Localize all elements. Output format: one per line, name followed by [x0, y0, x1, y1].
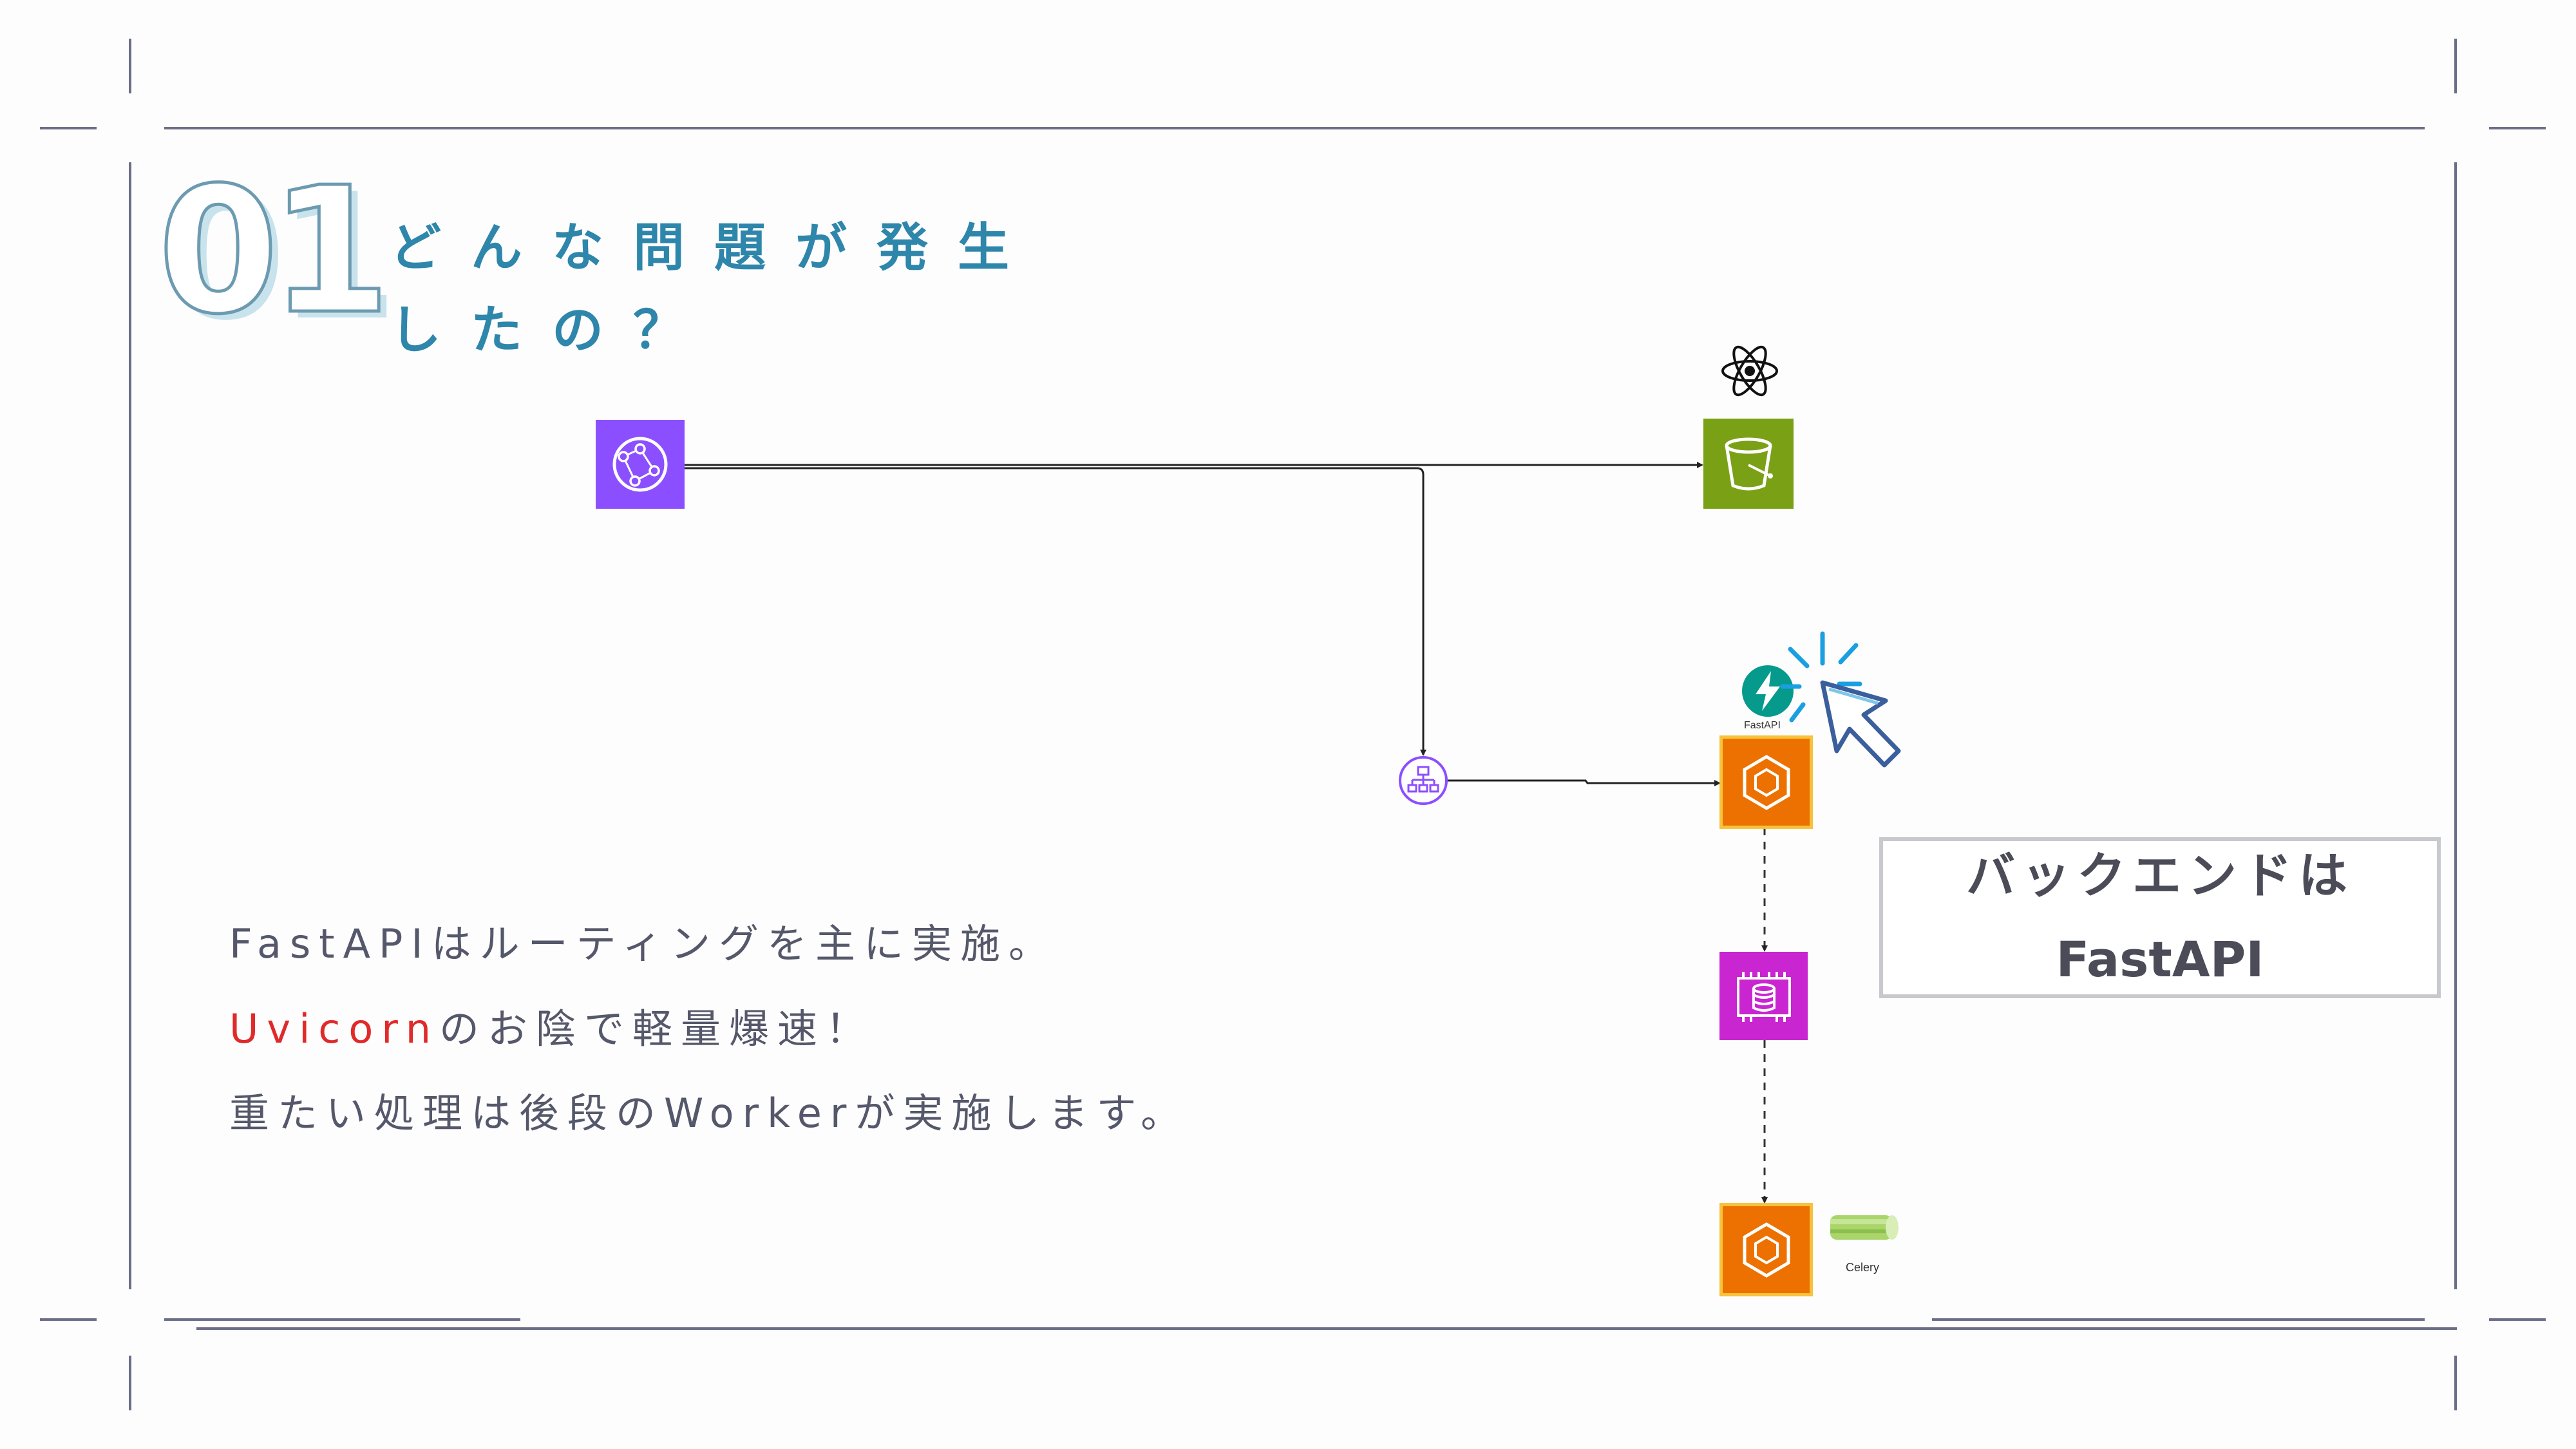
celery-label: Celery — [1846, 1261, 1880, 1274]
crop-mark-tr-h — [2489, 127, 2546, 129]
ecs-container-icon — [1743, 754, 1790, 810]
click-cursor-icon — [1780, 631, 1901, 768]
backend-callout: バックエンドは FastAPI — [1879, 837, 2441, 998]
crop-mark-br-h — [2489, 1318, 2546, 1321]
body-line-3: 重たい処理は後段のWorkerが実施します。 — [229, 1090, 1189, 1137]
body-line-1: FastAPIはルーティングを主に実施。 — [229, 920, 1057, 967]
cloudfront-icon — [612, 437, 668, 492]
body-line-2-rest: のお陰で軽量爆速！ — [439, 1005, 875, 1052]
frame-bottom-accent-left — [164, 1318, 520, 1321]
fastapi-logo: FastAPI — [1739, 663, 1797, 734]
slide-title-line1: どんな問題が発生 — [390, 218, 1039, 278]
crop-mark-br-v — [2454, 1356, 2457, 1410]
elasticache-node — [1719, 952, 1808, 1040]
ecs-worker-node — [1719, 1203, 1813, 1296]
celery-icon — [1830, 1215, 1899, 1240]
uvicorn-highlight: Uvicorn — [229, 1005, 440, 1052]
load-balancer-node — [1399, 756, 1448, 805]
s3-bucket-node — [1703, 419, 1794, 509]
load-balancer-icon — [1407, 766, 1439, 793]
callout-line1: バックエンドは — [1966, 847, 2354, 904]
fastapi-label: FastAPI — [1744, 720, 1781, 731]
ecs-worker-icon — [1743, 1222, 1790, 1278]
slide-number: 01 — [156, 149, 393, 352]
crop-mark-tr-v — [2454, 39, 2457, 93]
frame-right-line — [2454, 162, 2457, 1289]
edge-cloudfront-alb — [685, 467, 1426, 756]
frame-bottom-accent-right — [1932, 1318, 2425, 1321]
crop-mark-bl-h — [40, 1318, 97, 1321]
crop-mark-tl-h — [40, 127, 97, 129]
ecs-fastapi-node — [1719, 735, 1813, 829]
edge-alb-ecs — [1446, 779, 1721, 786]
body-line-2: Uvicornのお陰で軽量爆速！ — [229, 996, 874, 1054]
s3-bucket-icon — [1725, 437, 1773, 491]
elasticache-icon — [1736, 971, 1791, 1022]
slide-title-line2: したの？ — [390, 300, 714, 360]
frame-left-line — [129, 162, 131, 1289]
callout-line2: FastAPI — [2056, 931, 2264, 988]
frame-top-line — [164, 127, 2425, 129]
crop-mark-bl-v — [129, 1356, 131, 1410]
cloudfront-node — [596, 420, 685, 509]
fastapi-icon — [1742, 665, 1794, 717]
frame-bottom-line — [196, 1327, 2457, 1330]
react-icon — [1721, 345, 1778, 397]
crop-mark-tl-v — [129, 39, 131, 93]
